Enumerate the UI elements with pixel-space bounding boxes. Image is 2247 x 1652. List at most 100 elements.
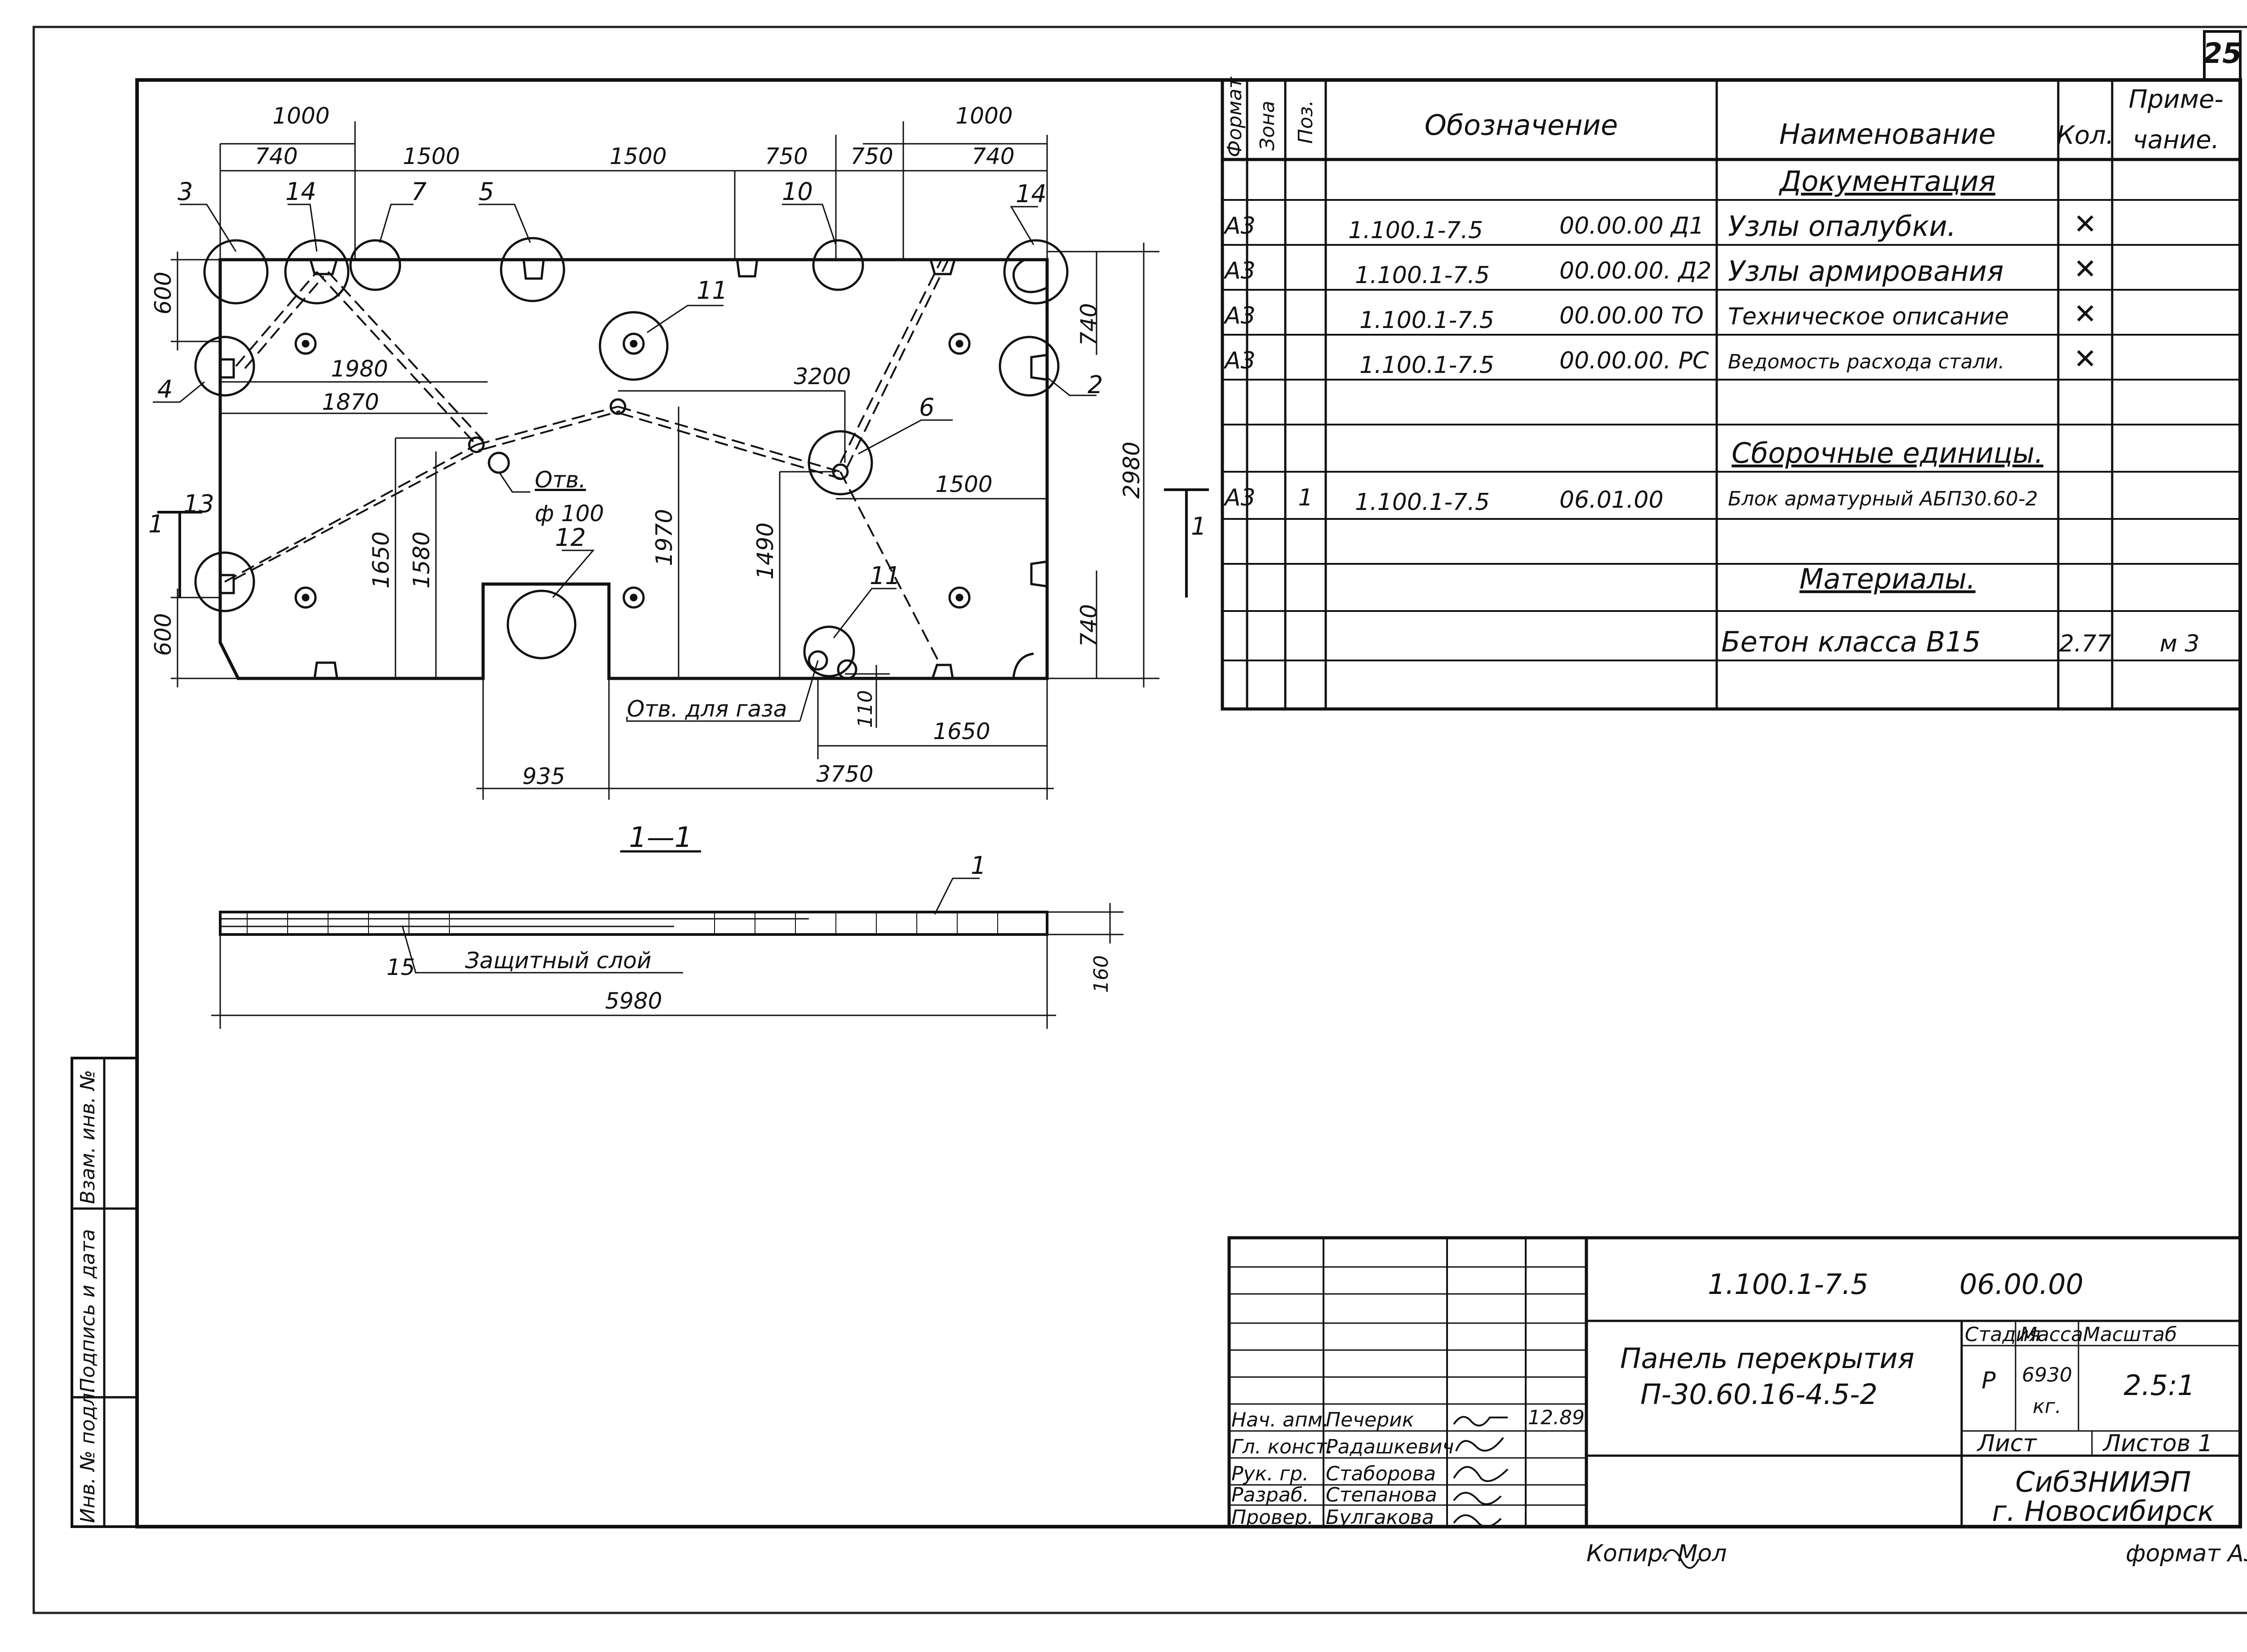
- material-name: Бетон класса В15: [1721, 625, 1981, 658]
- stamp-inv-no: Инв. № подл.: [76, 1386, 99, 1523]
- row3-format: А3: [1223, 302, 1256, 329]
- pos-7: 7: [411, 177, 426, 206]
- row1-format: А3: [1223, 213, 1256, 239]
- dim-1500-b: 1500: [609, 143, 666, 169]
- rebar-paths: [224, 259, 949, 663]
- row2-code: 00.00.00. Д2: [1559, 257, 1711, 284]
- row1-code: 00.00.00 Д1: [1559, 213, 1704, 239]
- tb-name-1: Печерик: [1326, 1408, 1414, 1431]
- item-12-circle: [506, 589, 577, 660]
- dim-740-upper-right: 740: [1076, 303, 1102, 346]
- stamp-replace-inv: Взам. инв. №: [76, 1070, 99, 1204]
- section-length: 5980: [605, 988, 662, 1014]
- item-5-circle: [500, 237, 565, 302]
- dim-1650-bottom: 1650: [933, 718, 990, 744]
- plan-labels: 3 14 7 5 10 14 11 4 6 2 13 12 11 1 1 Отв…: [148, 103, 1206, 789]
- sheet-number: 25: [2203, 37, 2242, 70]
- section-documentation: Документация: [1778, 165, 1995, 198]
- row4-format: А3: [1223, 347, 1256, 374]
- tb-mass-label: Масса: [2020, 1323, 2083, 1346]
- tb-name-2: Радашкевич: [1326, 1435, 1454, 1458]
- dim-600-bottom: 600: [150, 613, 176, 656]
- pos-12: 12: [555, 523, 586, 552]
- format-label: формат А3: [2126, 1540, 2247, 1567]
- hdr-format: Формат: [1223, 76, 1246, 157]
- row4-qty: ✕: [2074, 342, 2097, 375]
- item-10-circle: [812, 239, 864, 291]
- hdr-note-1: Приме-: [2129, 85, 2224, 114]
- item-14b-circle: [1003, 239, 1069, 305]
- hdr-pos: Поз.: [1294, 100, 1317, 144]
- row2-series: 1.100.1-7.5: [1355, 262, 1490, 289]
- row3-series: 1.100.1-7.5: [1359, 307, 1494, 334]
- section-pos-1: 1: [971, 851, 986, 880]
- section-labels: 1—1 1 15 Защитный слой 5980 160: [386, 821, 1113, 1014]
- dim-3750: 3750: [816, 761, 873, 787]
- pos-11-upper: 11: [697, 276, 728, 305]
- row3-name: Техническое описание: [1728, 303, 2009, 330]
- item-2-circle: [999, 336, 1060, 397]
- tb-role-1: Нач. апм.: [1231, 1408, 1329, 1431]
- sheet-footer: Копир. Мол формат А3: [1586, 1540, 2247, 1567]
- tb-name-5: Булгакова: [1326, 1506, 1434, 1529]
- item-4-circle: [194, 336, 255, 397]
- pos-11-lower: 11: [870, 562, 901, 590]
- pos-4: 4: [157, 375, 173, 403]
- dim-1580-vert: 1580: [409, 531, 435, 589]
- plan-leaders: [153, 204, 1097, 722]
- pos-2: 2: [1088, 371, 1103, 399]
- sheet-number-box: 25: [2203, 30, 2242, 81]
- dim-1490-vert: 1490: [752, 523, 778, 580]
- tb-sheet-label: Лист: [1976, 1430, 2037, 1457]
- hole-label: Отв.: [535, 467, 586, 493]
- hdr-qty: Кол.: [2056, 121, 2114, 150]
- hdr-zone: Зона: [1256, 101, 1279, 151]
- section-title: 1—1: [629, 821, 693, 854]
- row2-name: Узлы армирования: [1728, 255, 2003, 288]
- row2-qty: ✕: [2074, 252, 2097, 285]
- dim-1650-vert: 1650: [368, 531, 394, 589]
- dim-3200: 3200: [794, 363, 851, 390]
- row1-qty: ✕: [2074, 208, 2097, 240]
- item-7-circle: [349, 239, 401, 291]
- copy-label: Копир. Мол: [1586, 1540, 1727, 1567]
- row3-qty: ✕: [2074, 297, 2097, 330]
- row4-series: 1.100.1-7.5: [1359, 352, 1494, 379]
- tb-mass: 6930: [2022, 1364, 2072, 1386]
- dim-740-right: 740: [972, 143, 1014, 169]
- plan-features: [194, 237, 1069, 680]
- tb-org-2: г. Новосибирск: [1992, 1495, 2215, 1528]
- assembly-format: А3: [1223, 484, 1256, 511]
- assembly-series: 1.100.1-7.5: [1355, 489, 1490, 516]
- outer-border: [32, 26, 2247, 1614]
- item-11b-circle: [803, 625, 855, 678]
- row4-code: 00.00.00. РС: [1559, 347, 1709, 374]
- title-block-text: 1.100.1-7.5 06.00.00 Панель перекрытия П…: [1231, 1268, 2215, 1529]
- hdr-name: Наименование: [1779, 118, 1996, 151]
- pos-6: 6: [919, 393, 934, 421]
- assembly-name: Блок арматурный АБП30.60-2: [1728, 487, 2038, 510]
- pos-3: 3: [178, 177, 193, 206]
- title-block: [1227, 1236, 2242, 1528]
- row4-name: Ведомость расхода стали.: [1728, 350, 2004, 373]
- dim-1500-c: 1500: [935, 471, 992, 497]
- pos-14-right: 14: [1016, 180, 1047, 208]
- tb-role-5: Провер.: [1231, 1506, 1314, 1529]
- dim-1870: 1870: [322, 389, 379, 415]
- material-note: м 3: [2160, 630, 2200, 657]
- tb-title-1: Панель перекрытия: [1620, 1342, 1914, 1375]
- item-11a-circle: [599, 311, 669, 381]
- assembly-pos: 1: [1298, 484, 1313, 511]
- spec-headers: Формат Зона Поз. Обозначение Наименовани…: [1223, 76, 2223, 157]
- dim-1000-right: 1000: [955, 103, 1012, 129]
- dim-110: 110: [854, 690, 877, 728]
- dim-740-left: 740: [255, 143, 298, 169]
- hdr-designation: Обозначение: [1425, 109, 1618, 142]
- protective-layer-label: Защитный слой: [465, 948, 652, 974]
- tb-stage-label: Стадия: [1965, 1323, 2041, 1346]
- dim-1500-a: 1500: [403, 143, 460, 169]
- section-mark-left: 1: [148, 510, 164, 538]
- dim-750-a: 750: [765, 143, 808, 169]
- section-mark-right: 1: [1191, 512, 1206, 540]
- section-materials: Материалы.: [1799, 562, 1976, 595]
